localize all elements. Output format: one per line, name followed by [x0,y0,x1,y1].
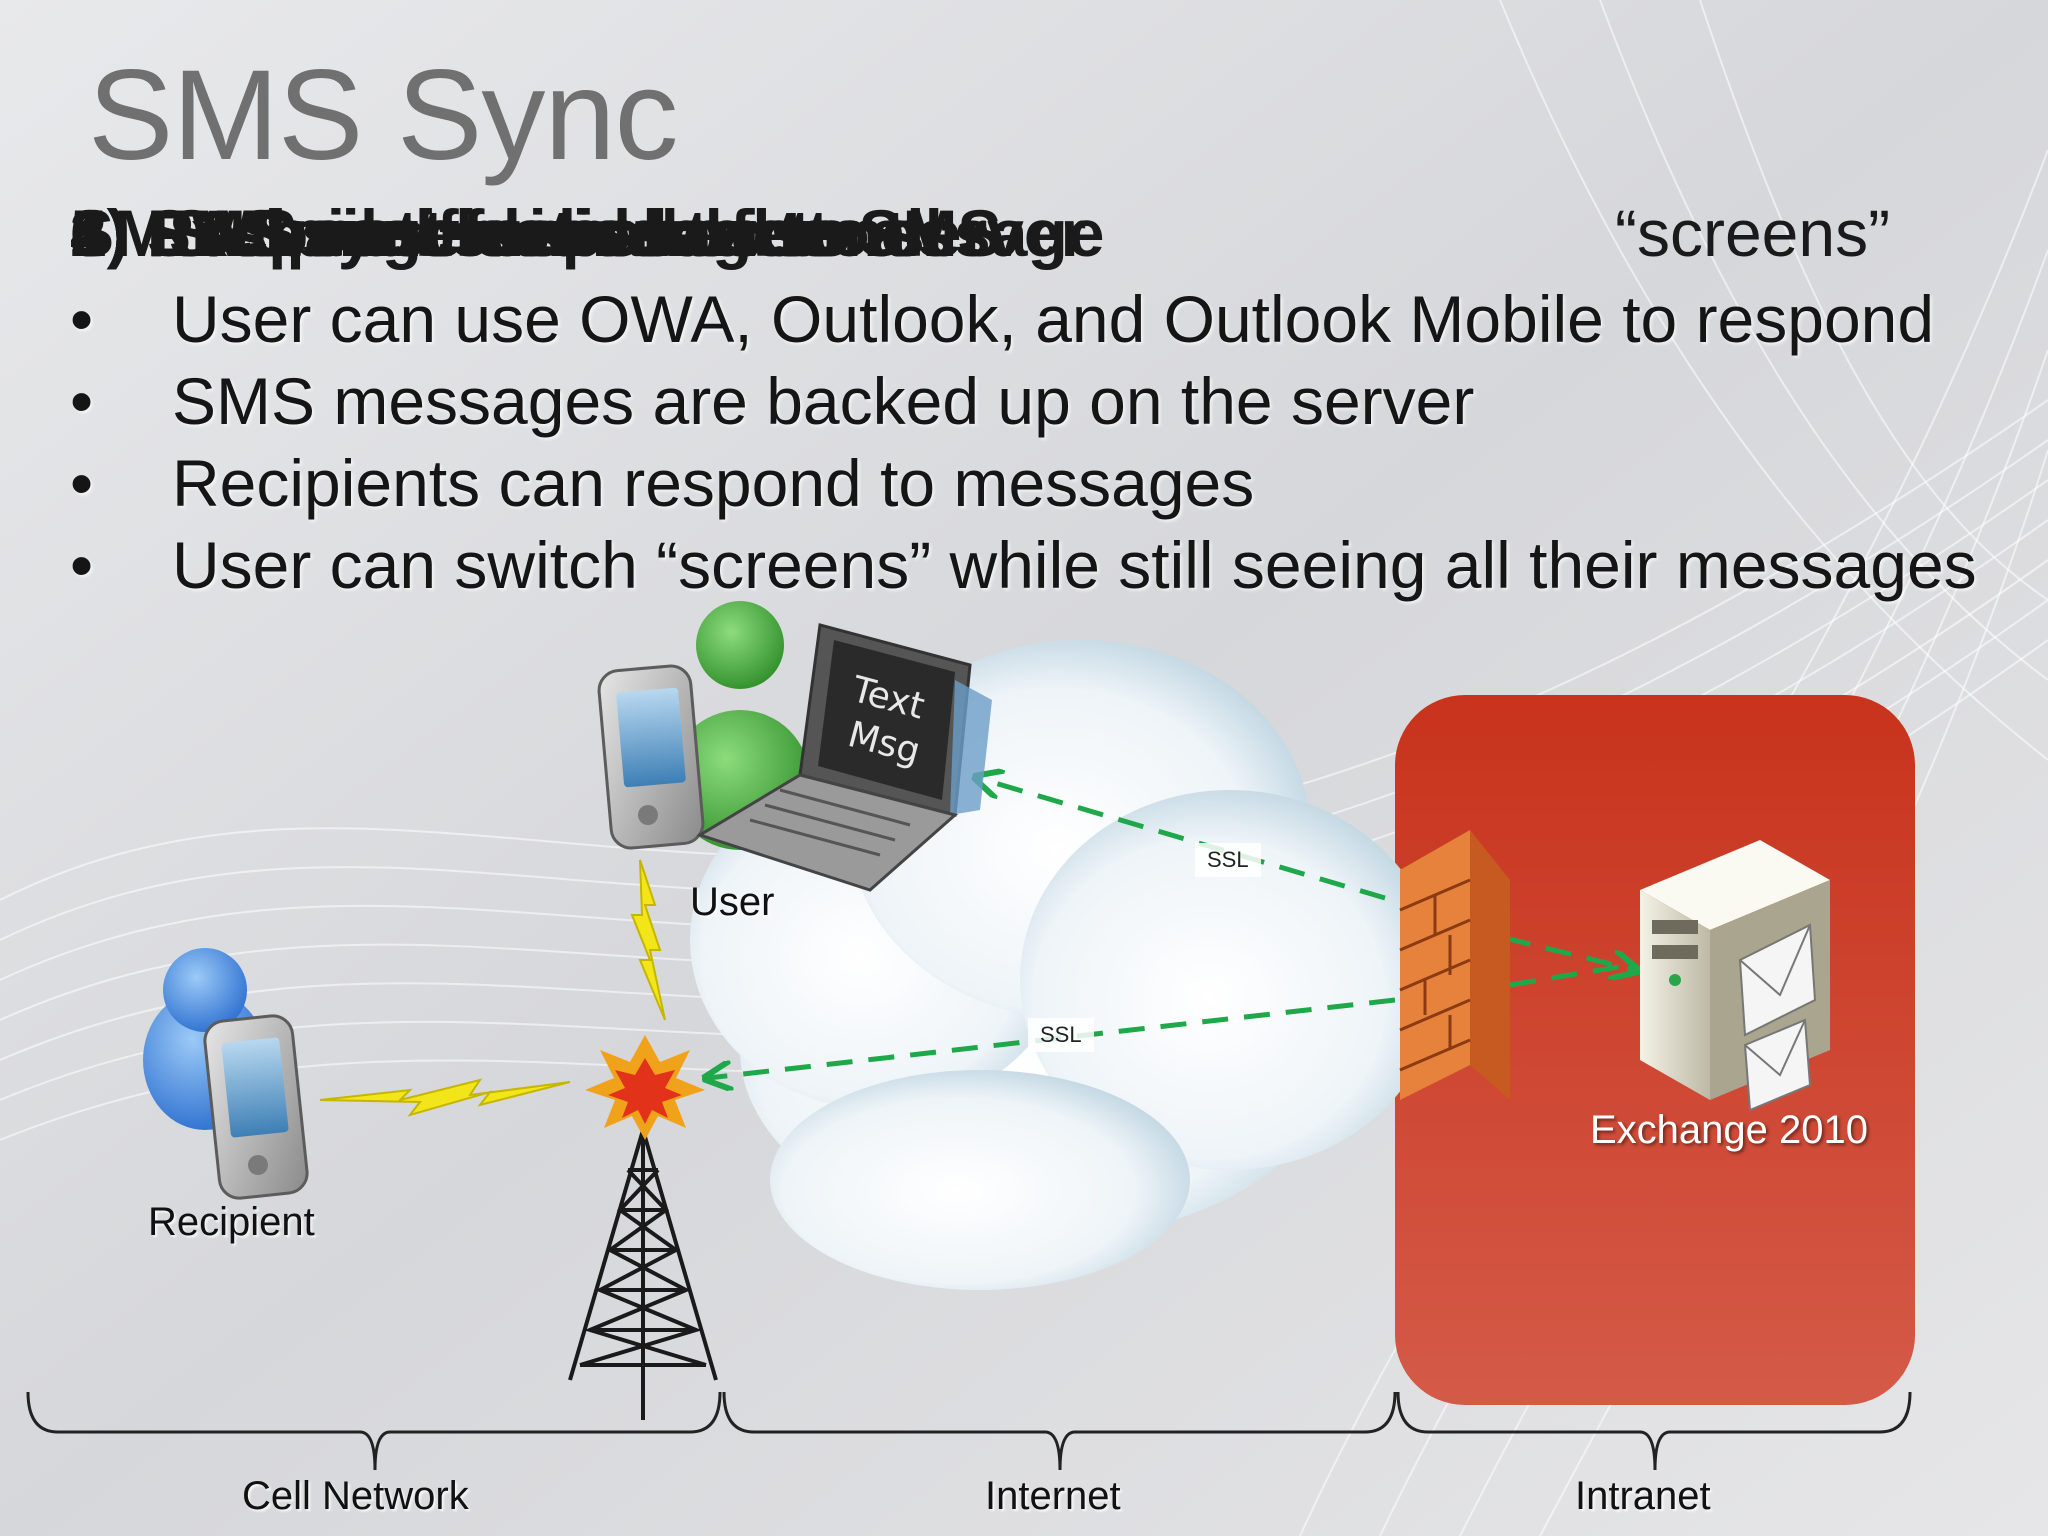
envelope-icon [1738,923,1817,1112]
step-line: 6) Response delivered to all [70,196,943,270]
bullet-mark: • [70,282,94,356]
user-label: User [690,880,775,924]
bullet-mark: • [70,446,94,520]
bullet-text: User can switch “screens” while still se… [172,528,1977,602]
ssl-label-top: SSL [1195,843,1261,877]
lightning-icon [319,859,666,1117]
recipient-label: Recipient [148,1200,315,1244]
step-line: 2) EAS syncs message to server [70,196,1087,270]
step-line: SMS available in all [70,196,679,270]
slide-title: SMS Sync [88,44,678,187]
cloud-icon [690,640,1440,1290]
step-line: 4) Exchange sends text message [70,196,1105,270]
cell-tower-icon [568,1100,718,1420]
bullet-text: SMS messages are backed up on the server [172,364,1475,438]
zone-label-internet: Internet [985,1474,1121,1518]
bullet-text: User can use OWA, Outlook, and Outlook M… [172,282,1935,356]
bullet-mark: • [70,528,94,602]
step-line: 3) EWS notification of sent [70,196,906,270]
zone-label-intranet: Intranet [1575,1474,1711,1518]
recipient-icon [143,948,309,1200]
zone-label-cell-network: Cell Network [242,1474,469,1518]
exchange-label: Exchange 2010 [1590,1108,1869,1152]
signal-burst-icon [585,1035,705,1140]
phone-icon [597,664,705,850]
step-line: 5) Recipient responds to SMS [70,196,1002,270]
ssl-label-bottom: SSL [1028,1018,1094,1052]
server-icon [1640,840,1830,1112]
laptop-icon: Text Msg [696,623,992,892]
bullet-text: Recipients can respond to messages [172,446,1255,520]
firewall-icon [1399,830,1510,1100]
step-line: 1) SMS sent from device [70,196,833,270]
zone-braces [26,1391,1912,1471]
bullet-mark: • [70,364,94,438]
step-line-tail: “screens” [1615,196,1891,270]
